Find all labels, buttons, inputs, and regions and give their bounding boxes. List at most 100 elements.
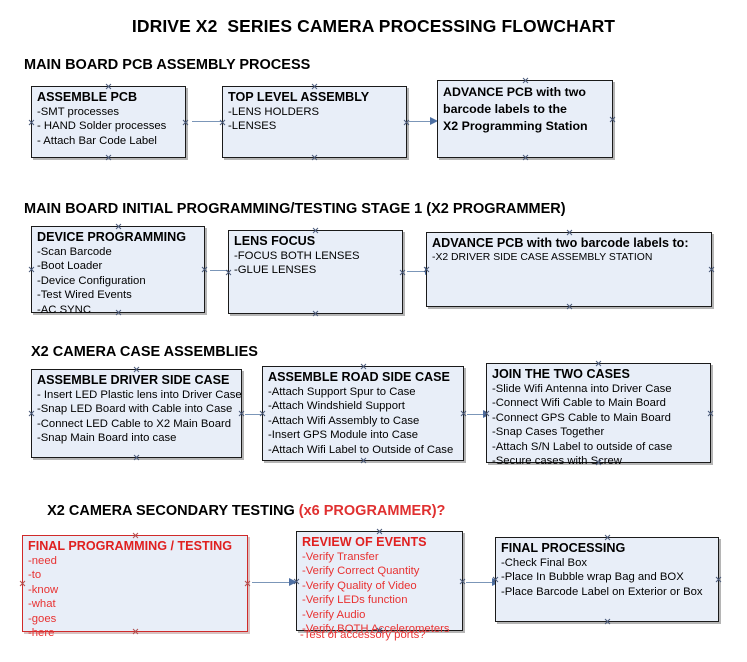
connector-handle-right[interactable] <box>715 576 722 583</box>
node-line: -Device Configuration <box>37 274 146 287</box>
node-line: -need <box>28 555 57 567</box>
node-line: -Attach Wifi Assembly to Case <box>268 414 420 427</box>
node-title: ADVANCE PCB with two barcode labels to: <box>432 236 689 250</box>
node-title: LENS FOCUS <box>234 234 316 248</box>
node-line: -Verify Quality of Video <box>302 579 417 592</box>
connector-handle-top[interactable] <box>360 363 367 370</box>
node-line: -what <box>28 598 56 611</box>
node-title: ASSEMBLE PCB <box>37 90 138 104</box>
node-line: - Insert LED Plastic lens into Driver Ca… <box>37 389 242 401</box>
section-heading-x2-camera-case-assemblies: X2 CAMERA CASE ASSEMBLIES <box>31 344 258 360</box>
connector-handle-top[interactable] <box>311 83 318 90</box>
node-advance-pcb-to-programming-station[interactable]: ADVANCE PCB with two barcode labels to t… <box>437 80 613 158</box>
arrow-shaft <box>407 270 425 272</box>
arrow-top-level-assembly-to-advance-pcb <box>409 116 438 126</box>
node-title: ADVANCE PCB with two <box>443 85 586 99</box>
node-line: -goes <box>28 612 57 625</box>
node-line: -Test Wired Events <box>37 289 132 302</box>
node-line: -Secure cases with Screw <box>492 455 622 468</box>
section-heading-main-board-pcb-assembly: MAIN BOARD PCB ASSEMBLY PROCESS <box>24 57 311 73</box>
node-line: -Attach Support Spur to Case <box>268 386 416 398</box>
node-line: -Slide Wifi Antenna into Driver Case <box>492 383 672 395</box>
connector-handle-right[interactable] <box>708 266 715 273</box>
node-title: JOIN THE TWO CASES <box>492 367 630 381</box>
node-line: -here <box>28 627 55 640</box>
node-line: -Check Final Box <box>501 557 588 569</box>
node-line: -Scan Barcode <box>37 246 112 258</box>
arrow-shaft <box>467 413 483 415</box>
node-line: -Attach Windshield Support <box>268 400 405 413</box>
connector-handle-left[interactable] <box>28 119 35 126</box>
arrow-shaft <box>192 120 226 122</box>
node-review-of-events-overflow-line: -Test of accessory ports? <box>300 629 426 641</box>
node-final-processing[interactable]: FINAL PROCESSING -Check Final Box -Place… <box>495 537 719 622</box>
connector-handle-top[interactable] <box>105 83 112 90</box>
node-line: -GLUE LENSES <box>234 264 317 277</box>
node-device-programming[interactable]: DEVICE PROGRAMMING -Scan Barcode -Boot L… <box>28 223 208 316</box>
arrow-head <box>289 577 297 586</box>
node-lens-focus[interactable]: LENS FOCUS -FOCUS BOTH LENSES -GLUE LENS… <box>228 230 403 314</box>
connector-handle-top[interactable] <box>566 229 573 236</box>
node-line: - HAND Solder processes <box>37 120 167 133</box>
connector-handle-bottom[interactable] <box>522 154 529 161</box>
node-review-of-events[interactable]: REVIEW OF EVENTS -Verify Transfer -Verif… <box>296 531 466 635</box>
node-line: -Insert GPS Module into Case <box>268 429 419 442</box>
connector-handle-right[interactable] <box>238 410 245 417</box>
node-line: -SMT processes <box>37 106 120 118</box>
node-line: -Verify LEDs function <box>302 594 408 607</box>
arrow-final-programming-to-review-of-events <box>252 577 297 587</box>
node-title: DEVICE PROGRAMMING <box>37 230 187 244</box>
connector-handle-left[interactable] <box>28 266 35 273</box>
connector-handle-top[interactable] <box>604 534 611 541</box>
node-top-level-assembly[interactable]: TOP LEVEL ASSEMBLY -LENS HOLDERS -LENSES <box>222 86 407 158</box>
node-final-programming-testing[interactable]: FINAL PROGRAMMING / TESTING -need -to -k… <box>19 535 251 639</box>
connector-handle-bottom[interactable] <box>105 154 112 161</box>
arrow-shaft <box>409 120 430 122</box>
connector-handle-left[interactable] <box>28 410 35 417</box>
node-join-the-two-cases[interactable]: JOIN THE TWO CASES -Slide Wifi Antenna i… <box>486 360 714 467</box>
connector-handle-bottom[interactable] <box>312 310 319 317</box>
arrow-shaft-lower <box>210 269 232 271</box>
node-line: -AC SYNC <box>37 303 91 316</box>
connector-handle-top[interactable] <box>312 227 319 234</box>
node-assemble-pcb[interactable]: ASSEMBLE PCB -SMT processes - HAND Solde… <box>31 86 186 158</box>
node-line: -know <box>28 583 59 596</box>
connector-handle-bottom[interactable] <box>566 303 573 310</box>
connector-handle-left[interactable] <box>19 580 26 587</box>
section-heading-text: X2 CAMERA SECONDARY TESTING <box>47 503 299 519</box>
node-line: -Verify Audio <box>302 608 366 621</box>
connector-handle-right[interactable] <box>244 580 251 587</box>
page-title: IDRIVE X2 SERIES CAMERA PROCESSING FLOWC… <box>131 16 616 36</box>
connector-handle-right[interactable] <box>609 116 616 123</box>
arrow-shaft <box>245 413 263 415</box>
connector-handle-bottom[interactable] <box>311 154 318 161</box>
node-line: -Verify BOTH Accelerometers <box>302 623 450 636</box>
connector-handle-bottom[interactable] <box>360 457 367 464</box>
connector-handle-top[interactable] <box>595 360 602 367</box>
section-heading-accent: (x6 PROGRAMMER)? <box>298 503 446 519</box>
node-line: -to <box>28 569 42 582</box>
node-title: REVIEW OF EVENTS <box>302 535 427 549</box>
node-assemble-road-side-case[interactable]: ASSEMBLE ROAD SIDE CASE -Attach Support … <box>262 366 464 461</box>
connector-handle-right[interactable] <box>201 266 208 273</box>
connector-handle-top[interactable] <box>115 223 122 230</box>
connector-handle-right[interactable] <box>707 410 714 417</box>
connector-handle-right[interactable] <box>459 578 466 585</box>
node-line: -X2 DRIVER SIDE CASE ASSEMBLY STATION <box>432 252 653 263</box>
node-assemble-driver-side-case[interactable]: ASSEMBLE DRIVER SIDE CASE - Insert LED P… <box>31 369 242 458</box>
node-title: FINAL PROGRAMMING / TESTING <box>28 539 233 553</box>
node-advance-pcb-to-driver-side-case-station[interactable]: ADVANCE PCB with two barcode labels to: … <box>426 232 712 307</box>
node-line: barcode labels to the <box>443 102 567 116</box>
connector-handle-right[interactable] <box>399 269 406 276</box>
connector-handle-bottom[interactable] <box>604 618 611 625</box>
node-title: ASSEMBLE DRIVER SIDE CASE <box>37 373 230 387</box>
connector-handle-top[interactable] <box>133 366 140 373</box>
connector-handle-top[interactable] <box>522 77 529 84</box>
connector-handle-bottom[interactable] <box>133 454 140 461</box>
arrow-shaft <box>252 581 289 583</box>
connector-handle-right[interactable] <box>460 410 467 417</box>
section-heading-x2-camera-secondary-testing: X2 CAMERA SECONDARY TESTING (x6 PROGRAMM… <box>31 487 445 535</box>
node-line: X2 Programming Station <box>443 119 588 133</box>
connector-handle-right[interactable] <box>182 119 189 126</box>
arrow-head <box>430 116 438 125</box>
